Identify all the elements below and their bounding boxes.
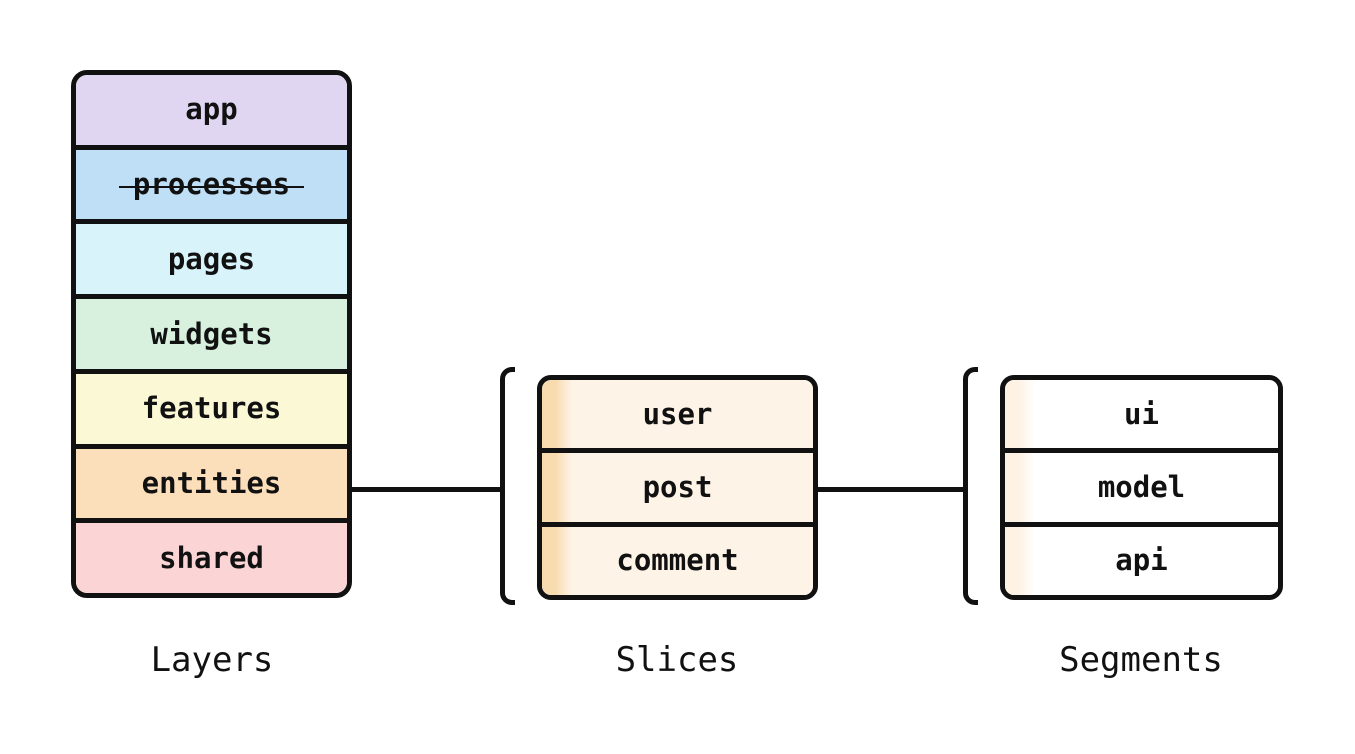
slice-label-user: user: [642, 396, 713, 431]
segment-label-ui: ui: [1124, 396, 1159, 431]
layer-row-shared: shared: [76, 518, 347, 593]
segment-row-api: api: [1005, 521, 1278, 595]
segments-caption: Segments: [1059, 640, 1223, 680]
layers-box: app processes pages widgets features ent…: [71, 70, 352, 598]
segment-row-ui: ui: [1005, 380, 1278, 449]
segment-label-api: api: [1115, 543, 1168, 578]
layer-label-entities: entities: [141, 465, 282, 500]
layer-label-pages: pages: [167, 241, 256, 276]
layer-row-widgets: widgets: [76, 294, 347, 369]
connector-layers-to-slices: [350, 487, 502, 492]
slice-row-user: user: [542, 380, 813, 449]
connector-slices-to-segments: [816, 487, 968, 492]
slices-box: user post comment: [537, 375, 818, 600]
layer-label-app: app: [185, 92, 238, 127]
layer-row-processes: processes: [76, 144, 347, 220]
layer-label-shared: shared: [159, 540, 264, 575]
layer-label-widgets: widgets: [150, 316, 273, 351]
segment-label-model: model: [1097, 469, 1186, 504]
segments-group-bracket: [963, 367, 978, 605]
segments-box: ui model api: [1000, 375, 1283, 600]
layer-label-processes: processes: [118, 167, 305, 202]
segment-row-model: model: [1005, 448, 1278, 522]
slices-group-bracket: [500, 367, 515, 605]
layers-caption: Layers: [150, 640, 274, 680]
layer-row-features: features: [76, 368, 347, 444]
layer-row-entities: entities: [76, 443, 347, 519]
layer-row-app: app: [76, 75, 347, 145]
slice-row-post: post: [542, 448, 813, 522]
slice-label-comment: comment: [616, 543, 739, 578]
layer-label-features: features: [141, 391, 282, 426]
slice-label-post: post: [642, 469, 713, 504]
slice-row-comment: comment: [542, 521, 813, 595]
slices-caption: Slices: [615, 640, 739, 680]
layer-row-pages: pages: [76, 219, 347, 295]
